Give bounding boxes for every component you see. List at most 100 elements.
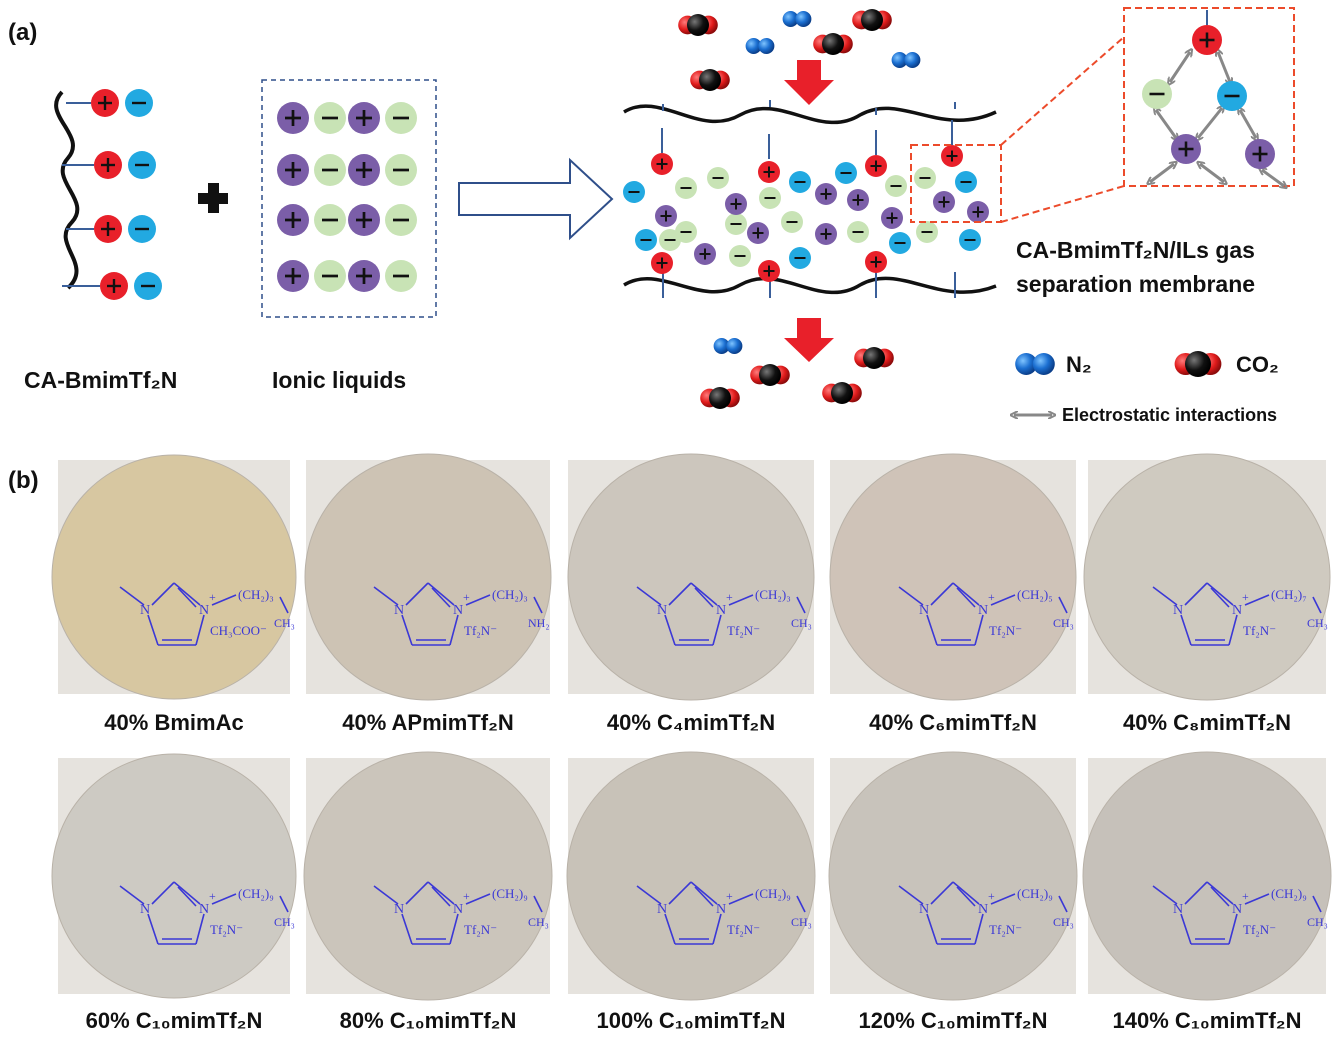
cation-icon: [1192, 25, 1222, 55]
il-cation-icon: [847, 189, 869, 211]
legend-interactions-label: Electrostatic interactions: [1062, 405, 1277, 425]
membrane-schematic: [623, 100, 997, 298]
n2-molecule-icon: [1015, 353, 1055, 375]
atom-n: N: [657, 902, 667, 917]
anion-formula: Tf₂N⁻: [1243, 922, 1276, 937]
atom-n: N: [716, 603, 726, 618]
imidazolium-structure: [373, 582, 543, 646]
il-anion-icon: [385, 154, 417, 186]
cation-icon: [651, 252, 673, 274]
atom-n: N: [978, 603, 988, 618]
electrostatic-detail: [1142, 10, 1284, 186]
il-cation-icon: [655, 205, 677, 227]
anion-icon: [635, 229, 657, 251]
alkyl-chain-label: (CH₂)₉: [238, 886, 274, 901]
il-cation-icon: [933, 191, 955, 213]
anion-icon: [134, 272, 162, 300]
membrane-label-line1: CA-BmimTf₂N/ILs gas: [1016, 237, 1255, 263]
il-cation-icon: [348, 204, 380, 236]
atom-n: N: [199, 902, 209, 917]
panel-a-label: (a): [8, 19, 37, 46]
legend-co2-label: CO₂: [1236, 352, 1279, 377]
il-cation-icon: [1171, 134, 1201, 164]
il-anion-icon: [659, 229, 681, 251]
il-cation-icon: [694, 243, 716, 265]
il-anion-icon: [314, 204, 346, 236]
cation-icon: [865, 251, 887, 273]
gas-molecules: [678, 9, 921, 409]
zoom-source-box: [910, 144, 1002, 223]
anion-icon: [789, 171, 811, 193]
il-anion-icon: [914, 167, 936, 189]
il-cation-icon: [1245, 139, 1275, 169]
il-anion-icon: [1142, 79, 1172, 109]
n2-molecule-icon: [1015, 353, 1055, 375]
atom-n: N: [394, 902, 404, 917]
co2-molecule-icon: [1174, 351, 1222, 377]
ionic-liquids-box: [261, 79, 437, 318]
alkyl-chain-label: (CH₂)₅: [1017, 587, 1053, 602]
co2-molecule-icon: [1174, 351, 1222, 377]
anion-formula: Tf₂N⁻: [989, 623, 1022, 638]
process-arrow: [458, 157, 614, 241]
membrane-caption: 40% APmimTf₂N: [342, 710, 514, 735]
zoom-line-bottom: [1000, 185, 1125, 223]
anion-icon: [623, 181, 645, 203]
alkyl-chain-label: (CH₂)₉: [755, 886, 791, 901]
charge-plus: +: [988, 590, 995, 604]
cation-icon: [94, 215, 122, 243]
feed-arrow-icon: [784, 60, 834, 105]
imidazolium-structure: [119, 582, 289, 646]
il-anion-icon: [314, 154, 346, 186]
atom-n: N: [716, 902, 726, 917]
membrane-caption: 40% C₄mimTf₂N: [607, 710, 775, 735]
atom-n: N: [978, 902, 988, 917]
co2-molecule-icon: [822, 382, 862, 404]
il-cation-icon: [277, 154, 309, 186]
anion-formula: Tf₂N⁻: [210, 922, 243, 937]
il-anion-icon: [847, 221, 869, 243]
charge-plus: +: [726, 889, 733, 903]
atom-n: N: [140, 902, 150, 917]
cation-icon: [941, 145, 963, 167]
il-anion-icon: [385, 204, 417, 236]
il-cation-icon: [348, 102, 380, 134]
cation-icon: [91, 89, 119, 117]
cation-icon: [758, 260, 780, 282]
co2-molecule-icon: [813, 33, 853, 55]
co2-molecule-icon: [854, 347, 894, 369]
chain-terminal-group: CH₃: [1307, 616, 1328, 630]
legend: N₂ CO₂ Electrostatic interactions: [1014, 351, 1279, 425]
il-cation-icon: [348, 260, 380, 292]
membrane-caption: 140% C₁₀mimTf₂N: [1113, 1008, 1302, 1033]
anion-icon: [128, 151, 156, 179]
charge-plus: +: [988, 889, 995, 903]
atom-n: N: [394, 603, 404, 618]
atom-n: N: [453, 902, 463, 917]
il-cation-icon: [815, 223, 837, 245]
chain-terminal-group: CH₃: [791, 915, 812, 929]
anion-icon: [959, 229, 981, 251]
membrane-caption: 60% C₁₀mimTf₂N: [86, 1008, 263, 1033]
charge-plus: +: [1242, 590, 1249, 604]
cation-icon: [865, 155, 887, 177]
alkyl-chain-label: (CH₂)₉: [1017, 886, 1053, 901]
il-cation-icon: [747, 222, 769, 244]
n2-molecule-icon: [891, 52, 921, 68]
atom-n: N: [140, 603, 150, 618]
anion-icon: [128, 215, 156, 243]
atom-n: N: [1232, 603, 1242, 618]
il-anion-icon: [781, 211, 803, 233]
il-anion-icon: [314, 102, 346, 134]
right-caption: Ionic liquids: [272, 367, 406, 393]
charge-plus: +: [463, 590, 470, 604]
cation-icon: [100, 272, 128, 300]
co2-molecule-icon: [852, 9, 892, 31]
co2-molecule-icon: [700, 387, 740, 409]
